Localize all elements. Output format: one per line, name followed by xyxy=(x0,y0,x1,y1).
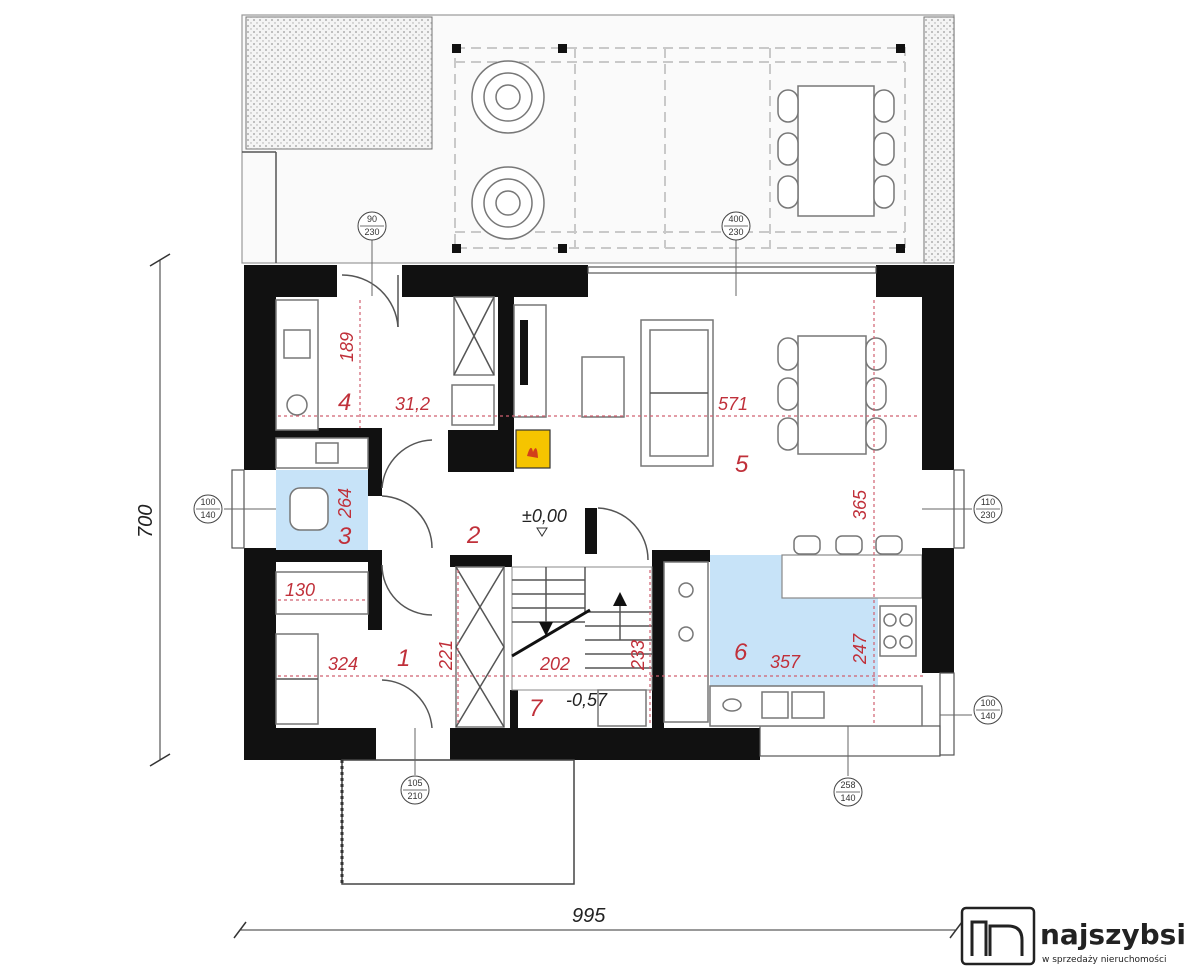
pergola xyxy=(454,47,906,249)
room-number-2: 2 xyxy=(466,522,480,549)
opening-tag-height: 230 xyxy=(728,227,743,237)
opening-leaders xyxy=(224,240,972,776)
kitchen-fill xyxy=(710,555,878,686)
staircase xyxy=(511,566,653,691)
opening-tag: 90 230 xyxy=(357,211,387,241)
dim-label-189: 189 xyxy=(337,332,357,362)
lounge-chair xyxy=(471,166,545,240)
opening-tag-width: 110 xyxy=(981,497,995,507)
dim-label-247: 247 xyxy=(850,633,870,665)
stair-level-label: -0,57 xyxy=(566,690,608,710)
logo-tagline: w sprzedaży nieruchomości xyxy=(1042,954,1166,965)
coffee-table xyxy=(581,356,625,418)
opening-tag: 105 210 xyxy=(400,775,430,805)
opening-tag-width: 90 xyxy=(367,214,377,224)
opening-tag-width: 105 xyxy=(407,778,422,788)
room-number-4: 4 xyxy=(338,389,351,416)
dim-label-221: 221 xyxy=(436,640,456,671)
room-number-6: 6 xyxy=(734,639,748,666)
opening-tag-height: 140 xyxy=(980,711,995,721)
interior-dimension-lines xyxy=(278,300,924,726)
room-number-5: 5 xyxy=(735,451,749,478)
entrance xyxy=(340,759,575,885)
overall-width-label: 995 xyxy=(572,905,606,927)
opening-tag-width: 100 xyxy=(980,698,995,708)
logo-brand: najszybsi xyxy=(1040,918,1186,951)
opening-tag: 100 140 xyxy=(193,494,223,524)
walls xyxy=(244,265,954,760)
dim-label-233: 233 xyxy=(628,640,648,671)
opening-tag: 110 230 xyxy=(973,494,1003,524)
shoe-cabinet xyxy=(455,566,505,728)
opening-tag-height: 230 xyxy=(980,510,995,520)
level-marker-icon xyxy=(536,527,548,537)
dim-label-130: 130 xyxy=(285,580,315,600)
planter-right xyxy=(923,16,955,264)
floor-level-label: ±0,00 xyxy=(522,506,567,526)
dim-label-365: 365 xyxy=(850,489,870,520)
dim-label-202: 202 xyxy=(539,654,570,674)
doors xyxy=(341,274,649,729)
opening-tag: 258 140 xyxy=(833,777,863,807)
dim-label-357: 357 xyxy=(770,652,801,672)
terrace xyxy=(241,14,955,264)
overall-dimension-lines xyxy=(149,253,963,939)
furniture xyxy=(275,296,923,728)
toilet xyxy=(289,487,329,531)
fire-icon xyxy=(527,447,538,458)
opening-tag-height: 140 xyxy=(840,793,855,803)
overall-height-label: 700 xyxy=(135,505,157,538)
fireplace xyxy=(515,429,551,469)
brand-logo: najszybsi w sprzedaży nieruchomości xyxy=(960,906,1186,966)
dim-label-264: 264 xyxy=(335,488,355,519)
dim-label-571: 571 xyxy=(718,394,748,414)
lounge-chair xyxy=(471,60,545,134)
room-number-3: 3 xyxy=(338,523,352,550)
cooktop xyxy=(879,605,917,657)
outdoor-dining-table xyxy=(777,85,895,217)
opening-tag-height: 230 xyxy=(364,227,379,237)
planter-left xyxy=(245,16,433,150)
opening-tag: 400 230 xyxy=(721,211,751,241)
room-number-7: 7 xyxy=(529,695,544,722)
opening-tag-width: 258 xyxy=(840,780,855,790)
opening-tag-height: 140 xyxy=(200,510,215,520)
opening-tag-height: 210 xyxy=(407,791,422,801)
opening-tag-width: 100 xyxy=(200,497,215,507)
room-number-1: 1 xyxy=(397,645,410,672)
dining-table xyxy=(797,335,867,455)
opening-tag: 100 140 xyxy=(973,695,1003,725)
dim-label-324: 324 xyxy=(328,654,358,674)
opening-tag-width: 400 xyxy=(728,214,743,224)
kitchen-island xyxy=(781,554,923,599)
tall-cabinet xyxy=(513,304,547,418)
dim-label-312: 31,2 xyxy=(395,394,430,414)
